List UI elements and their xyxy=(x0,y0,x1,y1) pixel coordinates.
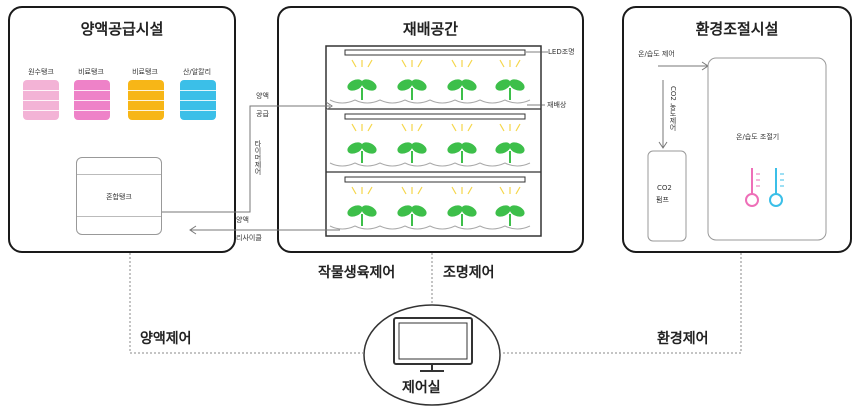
timer-control-label: 타이머제어 xyxy=(254,140,262,175)
nutrient-supply-label-2: 공급 xyxy=(256,110,269,118)
seedling xyxy=(347,79,377,100)
seedling xyxy=(347,205,377,226)
tank-label-fertilizer-2: 비료탱크 xyxy=(132,68,158,76)
nutrient-supply-label-1: 양액 xyxy=(256,92,269,100)
co2-pump-label-2: 펌프 xyxy=(656,196,669,204)
cultivation-space-title: 재배공간 xyxy=(402,20,459,38)
crop-growth-control-label: 작물생육제어 xyxy=(318,265,396,281)
environment-control-title: 환경조절시설 xyxy=(695,20,779,38)
nutrient-recycle-label-1: 양액 xyxy=(236,216,249,224)
seedling xyxy=(397,79,427,100)
tank-label-acid-alkali: 산/알칼리 xyxy=(182,68,212,76)
mix-tank-label: 혼합탱크 xyxy=(106,193,132,201)
seedling xyxy=(447,205,477,226)
temp-humidity-control-label: 온/습도 제어 xyxy=(638,50,675,58)
raw-water-tank xyxy=(23,80,59,120)
seedling xyxy=(447,79,477,100)
co2-concentration-control-label: CO2 농도제어 xyxy=(669,86,677,132)
seedling xyxy=(447,142,477,163)
seedling xyxy=(495,79,525,100)
seedling xyxy=(397,142,427,163)
tank-label-fertilizer-1: 비료탱크 xyxy=(78,68,104,76)
temp-humidity-device-label: 온/습도 조절기 xyxy=(736,133,780,141)
nutrient-recycle-label-2: 리사이클 xyxy=(236,234,262,242)
control-room-label: 제어실 xyxy=(402,380,441,396)
fertilizer-tank-1 xyxy=(74,80,110,120)
led-light-label: LED조명 xyxy=(548,48,575,56)
acid-alkali-tank xyxy=(180,80,216,120)
fertilizer-tank-2 xyxy=(128,80,164,120)
environment-control-label: 환경제어 xyxy=(657,331,709,347)
mix-tank: 혼합탱크 xyxy=(76,157,162,235)
cultivation-space-panel: 재배공간 xyxy=(277,6,584,253)
nutrient-supply-title: 양액공급시설 xyxy=(80,20,164,38)
tank-label-raw-water: 원수탱크 xyxy=(28,68,54,76)
co2-pump-label-1: CO2 xyxy=(657,184,672,192)
cultivation-bed-label: 재배상 xyxy=(547,101,567,109)
seedling xyxy=(495,205,525,226)
seedling xyxy=(397,205,427,226)
lighting-control-label: 조명제어 xyxy=(443,265,495,281)
seedling xyxy=(347,142,377,163)
nutrient-control-label: 양액제어 xyxy=(140,331,192,347)
seedling xyxy=(495,142,525,163)
